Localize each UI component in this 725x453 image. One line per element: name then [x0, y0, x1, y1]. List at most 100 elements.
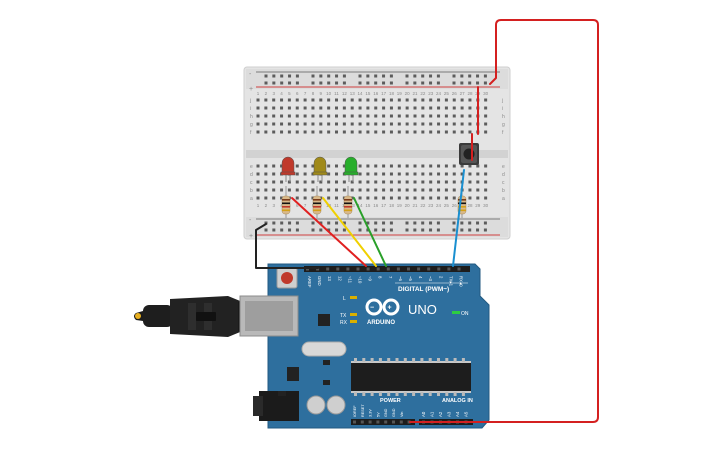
resistor: [343, 186, 353, 218]
svg-text:23: 23: [428, 203, 434, 208]
analog-pin-label: A4: [455, 411, 460, 417]
digital-pin-label: 7: [388, 276, 393, 279]
svg-text:16: 16: [373, 91, 379, 96]
crystal-oscillator: [301, 341, 347, 357]
svg-text:22: 22: [420, 91, 426, 96]
power-label: POWER: [380, 398, 401, 404]
digital-pin-label: ~6: [398, 276, 403, 282]
svg-text:c: c: [502, 180, 505, 186]
svg-text:15: 15: [365, 203, 371, 208]
svg-text:f: f: [502, 130, 504, 136]
svg-text:24: 24: [436, 91, 442, 96]
svg-text:28: 28: [467, 203, 473, 208]
svg-text:19: 19: [397, 203, 403, 208]
svg-text:11: 11: [334, 203, 339, 208]
svg-text:f: f: [250, 130, 252, 136]
svg-text:30: 30: [483, 203, 489, 208]
svg-text:21: 21: [412, 203, 418, 208]
voltage-regulator: [287, 367, 299, 381]
reset-button[interactable]: [276, 267, 298, 289]
digital-pin-label: TX▸1: [448, 276, 453, 287]
svg-text:24: 24: [436, 203, 442, 208]
svg-text:j: j: [501, 98, 503, 104]
svg-text:11: 11: [334, 91, 339, 96]
ground-wire: [255, 223, 319, 269]
yellow-led-wire: [322, 197, 377, 267]
svg-text:19: 19: [397, 91, 403, 96]
capacitor: [326, 395, 346, 415]
digital-pin-label: 8: [378, 276, 383, 279]
svg-text:b: b: [250, 188, 253, 194]
svg-text:13: 13: [350, 203, 356, 208]
power-pin-label: GND: [392, 408, 396, 417]
svg-text:c: c: [250, 180, 253, 186]
push-button[interactable]: [459, 143, 479, 165]
svg-text:26: 26: [452, 203, 458, 208]
digital-pin-label: GND: [317, 276, 322, 286]
capacitor: [306, 395, 326, 415]
usb-chip: [318, 314, 330, 326]
green-led-wire: [353, 197, 387, 267]
svg-text:+: +: [388, 305, 392, 312]
svg-text:7: 7: [304, 203, 307, 208]
svg-text:14: 14: [358, 203, 364, 208]
digital-pin-label: 12: [337, 276, 342, 281]
analog-pin-label: A3: [447, 411, 452, 417]
svg-text:29: 29: [475, 203, 481, 208]
svg-text:20: 20: [405, 203, 411, 208]
svg-text:13: 13: [350, 91, 356, 96]
svg-text:2: 2: [265, 91, 268, 96]
svg-text:d: d: [502, 172, 505, 178]
svg-text:30: 30: [483, 91, 489, 96]
svg-text:14: 14: [358, 91, 364, 96]
svg-text:h: h: [250, 114, 253, 120]
leds: [280, 156, 359, 182]
svg-text:3: 3: [272, 203, 275, 208]
svg-text:25: 25: [444, 203, 450, 208]
led-green: [343, 156, 359, 182]
digital-label: DIGITAL (PWM~): [398, 286, 449, 293]
power-pin-label: GND: [384, 408, 388, 417]
analog-pin-label: A0: [421, 411, 426, 417]
digital-pin-label: ~9: [368, 276, 373, 282]
svg-text:e: e: [502, 164, 505, 170]
led-rx-indicator: [350, 320, 357, 323]
resistor: [312, 186, 322, 218]
analog-pin-label: A1: [430, 411, 435, 417]
svg-text:e: e: [250, 164, 253, 170]
led-l-label: L: [343, 296, 346, 302]
led-tx-indicator: [350, 313, 357, 316]
analog-pin-label: A2: [438, 411, 443, 417]
rail-minus-top: -: [249, 71, 252, 78]
svg-text:b: b: [502, 188, 505, 194]
power-wire: [409, 19, 599, 423]
led-tx-label: TX: [340, 313, 347, 319]
svg-text:1: 1: [257, 91, 260, 96]
on-indicator: [452, 311, 460, 314]
svg-text:5: 5: [288, 91, 291, 96]
analog-label: ANALOG IN: [442, 398, 473, 404]
svg-text:a: a: [250, 196, 253, 202]
wires-top: [255, 19, 599, 423]
atmega-chip: [351, 358, 471, 396]
digital-pin-label: ~11: [347, 276, 352, 284]
svg-text:g: g: [250, 122, 253, 128]
svg-text:9: 9: [320, 91, 323, 96]
svg-text:a: a: [502, 196, 505, 202]
svg-text:g: g: [502, 122, 505, 128]
digital-pin-label: 4: [418, 276, 423, 279]
svg-text:2: 2: [265, 203, 268, 208]
led-rx-label: RX: [340, 320, 348, 326]
svg-text:6: 6: [296, 203, 299, 208]
svg-text:10: 10: [326, 91, 332, 96]
digital-pin-label: RX◂0: [459, 276, 464, 287]
svg-text:j: j: [249, 98, 251, 104]
rail-plus-top: +: [249, 86, 253, 93]
led-red: [280, 156, 296, 182]
power-pin-label: RESET: [361, 404, 365, 417]
logo-text: ARDUINO: [367, 320, 395, 326]
svg-text:18: 18: [389, 91, 395, 96]
